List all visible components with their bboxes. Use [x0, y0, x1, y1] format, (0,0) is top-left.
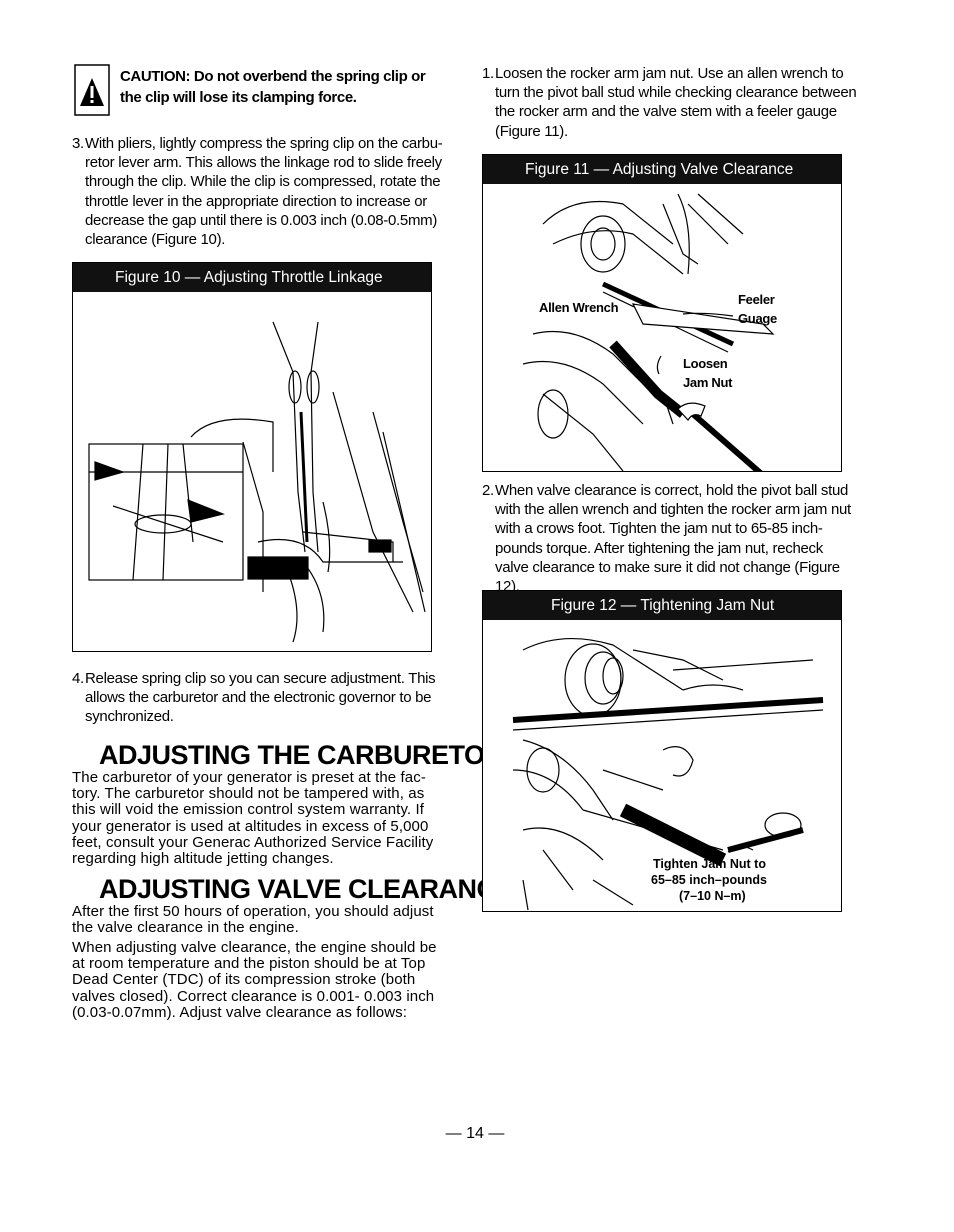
- step-number: 2.: [482, 482, 494, 499]
- figure-11: Figure 11 — Adjusting Valve Clearance: [482, 154, 842, 487]
- step-text: When valve clearance is correct, hold th…: [495, 482, 851, 596]
- tighten-label-line-3: (7–10 N–m): [679, 889, 746, 903]
- figure-10: Figure 10 — Adjusting Throttle Linkage: [72, 262, 432, 652]
- gauge-label: Guage: [738, 311, 777, 326]
- step-2: 2. When valve clearance is correct, hold…: [482, 481, 858, 596]
- warning-triangle-icon: [74, 64, 110, 116]
- step-text: Release spring clip so you can secure ad…: [85, 670, 436, 726]
- figure-12: Figure 12 — Tightening Jam Nut: [482, 590, 842, 912]
- step-number: 1.: [482, 65, 494, 82]
- valve-heading: ADJUSTING VALVE CLEARANCE: [99, 874, 514, 904]
- allen-wrench-label: Allen Wrench: [539, 300, 619, 315]
- page-number: — 14 —: [445, 1125, 505, 1142]
- step-4: 4. Release spring clip so you can secure…: [72, 669, 450, 727]
- valve-paragraph-2: When adjusting valve clearance, the engi…: [72, 939, 437, 1021]
- step-number: 3.: [72, 135, 84, 152]
- tighten-label-line-1: Tighten Jam Nut to: [653, 857, 766, 871]
- step-1: 1. Loosen the rocker arm jam nut. Use an…: [482, 64, 858, 141]
- figure-11-caption: Figure 11 — Adjusting Valve Clearance: [483, 155, 841, 184]
- loosen-label: Loosen: [683, 356, 728, 371]
- figure-12-caption: Figure 12 — Tightening Jam Nut: [483, 591, 841, 620]
- valve-paragraph-1: After the first 50 hours of operation, y…: [72, 903, 434, 937]
- step-3: 3. With pliers, lightly compress the spr…: [72, 134, 450, 249]
- throttle-linkage-illustration: [73, 292, 431, 651]
- step-number: 4.: [72, 670, 84, 687]
- step-text: With pliers, lightly compress the spring…: [85, 135, 443, 249]
- figure-10-caption: Figure 10 — Adjusting Throttle Linkage: [73, 263, 431, 292]
- feeler-label: Feeler: [738, 292, 775, 307]
- tighten-label-line-2: 65–85 inch–pounds: [651, 873, 768, 887]
- carburetor-paragraph: The carburetor of your generator is pres…: [72, 769, 434, 868]
- carburetor-heading: ADJUSTING THE CARBURETOR: [99, 740, 504, 770]
- valve-clearance-illustration: Allen Wrench Feeler Guage Loosen Jam Nut: [483, 184, 841, 487]
- jam-nut-illustration: Tighten Jam Nut to 65–85 inch–pounds (7–…: [483, 620, 841, 911]
- jam-nut-label: Jam Nut: [683, 375, 733, 390]
- step-text: Loosen the rocker arm jam nut. Use an al…: [495, 65, 857, 140]
- caution-text: CAUTION: Do not overbend the spring clip…: [120, 68, 426, 106]
